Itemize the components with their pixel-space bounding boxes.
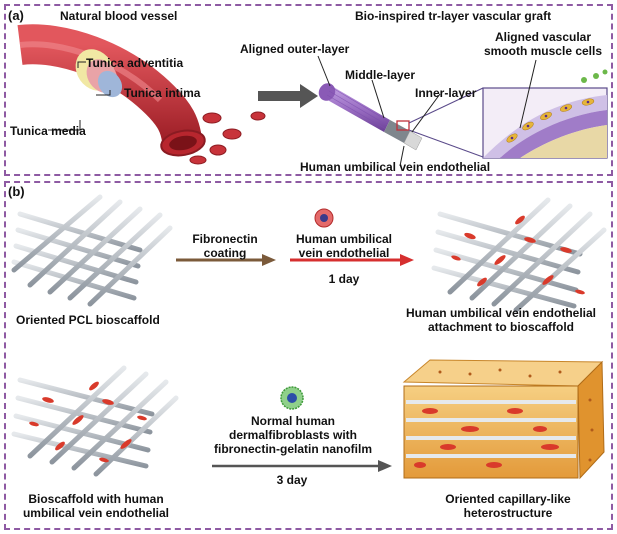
tunica-adventitia-label: Tunica adventitia	[86, 56, 184, 70]
smooth-muscle-zoom-box	[482, 69, 608, 159]
red-blood-cells	[189, 111, 266, 165]
vascular-graft-illustration	[318, 83, 423, 151]
scaffold-huvec-label-line2: umbilical vein endothelial	[22, 506, 170, 520]
pcl-scaffold-mesh	[11, 194, 173, 307]
pcl-scaffold-label: Oriented PCL bioscaffold	[16, 313, 160, 327]
capillary-label-line2: heterostructure	[463, 506, 553, 520]
one-day-label: 1 day	[328, 272, 360, 286]
fibroblast-label-line1: Normal human	[250, 414, 335, 428]
fibronectin-label-line1: Fibronectin	[192, 232, 258, 246]
vessel-title: Natural blood vessel	[60, 9, 178, 23]
fibronectin-label-line2: coating	[203, 246, 247, 260]
three-day-label: 3 day	[276, 473, 308, 487]
huvec-step-label-line2: vein endothelial	[298, 246, 390, 260]
attachment-label-line2: attachment to bioscaffold	[427, 320, 574, 334]
capillary-heterostructure-block	[402, 359, 605, 480]
endothelial-scaffold-mesh	[11, 365, 179, 477]
tunica-intima-label: Tunica intima	[124, 86, 201, 100]
huvec-step-label-line1: Human umbilical	[295, 232, 393, 246]
huvec-label: Human umbilical vein endothelial	[300, 160, 491, 174]
panel-b-label: (b)	[8, 184, 25, 199]
fibroblast-cell-icon	[280, 386, 304, 410]
one-day-arrow	[290, 254, 414, 266]
fibroblast-label-line2: dermalfibroblasts with	[228, 428, 358, 442]
panel-a-label: (a)	[8, 8, 24, 23]
scaffold-huvec-label-line1: Bioscaffold with human	[28, 492, 164, 506]
aligned-smc-label-line1: Aligned vascular	[494, 30, 592, 44]
tunica-media-label: Tunica media	[10, 124, 86, 138]
fibronectin-coating-arrow	[176, 254, 276, 266]
inner-layer-label: Inner-layer	[415, 86, 477, 100]
fibroblast-label-line3: fibronectin-gelatin nanofilm	[214, 442, 372, 456]
aligned-outer-layer-label: Aligned outer-layer	[240, 42, 350, 56]
middle-layer-label: Middle-layer	[345, 68, 416, 82]
attached-scaffold-mesh	[431, 197, 607, 313]
blood-vessel-illustration	[17, 24, 206, 157]
aligned-smc-label-line2: smooth muscle cells	[483, 44, 603, 58]
graft-title: Bio-inspired tr-layer vascular graft	[355, 9, 552, 23]
endothelial-cell-icon	[314, 208, 334, 228]
three-day-arrow	[212, 460, 392, 472]
attachment-label-line1: Human umbilical vein endothelial	[405, 306, 597, 320]
capillary-label-line1: Oriented capillary-like	[445, 492, 571, 506]
panel-a-frame	[4, 4, 613, 176]
panel-b-frame	[4, 181, 613, 530]
